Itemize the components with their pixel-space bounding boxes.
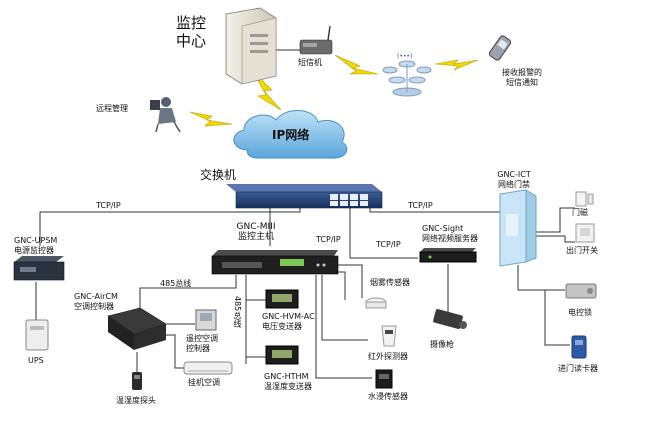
upsm-device-icon <box>13 256 65 281</box>
alert-receiver-label: 接收报警的 短信通知 <box>492 68 552 88</box>
line-switch-ict <box>369 207 505 213</box>
aircm-label: GNC-AirCM 空调控制器 <box>74 292 118 312</box>
ip-cloud <box>233 110 348 159</box>
monitor-center-line1: 监控 <box>176 14 207 32</box>
sight-desc: 网络视频服务器 <box>422 234 478 243</box>
ups-label: UPS <box>28 356 44 365</box>
line-485-horizontal <box>139 275 237 312</box>
switch-icon <box>226 184 383 209</box>
sms-modem-icon <box>299 25 333 55</box>
card-reader-icon <box>571 335 587 359</box>
exit-switch-icon <box>575 223 595 243</box>
upsm-desc: 电源监控器 <box>14 246 54 255</box>
line-ict-exit <box>530 235 575 243</box>
line-ict-bus <box>517 265 545 291</box>
gsm-tower-icon <box>382 60 432 97</box>
bolt-tower-phone <box>434 59 479 71</box>
host-model: GNC-MIII <box>236 222 276 232</box>
line-host-smoke <box>331 264 363 298</box>
bus485-vertical-label: 485总线 <box>233 296 242 328</box>
ir-detector-icon <box>381 325 397 347</box>
remote-ac-controller-icon <box>195 309 217 331</box>
sight-label: GNC-Sight 网络视频服务器 <box>422 224 478 244</box>
alert-receiver-line1: 接收报警的 <box>502 68 542 77</box>
ir-label: 红外探测器 <box>368 352 408 361</box>
host-desc: 监控主机 <box>237 232 274 242</box>
bus485-horizontal-label: 485总线 <box>160 279 192 288</box>
sight-device-icon <box>419 248 477 263</box>
line-ict-reader <box>544 290 570 346</box>
water-label: 水浸传感器 <box>368 392 408 401</box>
aircm-device-icon <box>107 307 167 350</box>
th-probe-label: 温湿度探头 <box>116 396 156 405</box>
host-device-icon <box>211 250 339 275</box>
smoke-sensor-icon <box>365 297 387 309</box>
monitor-center-line2: 中心 <box>176 32 207 50</box>
camera-label: 摄像枪 <box>430 340 454 349</box>
ict-desc: 网络门禁 <box>498 180 530 189</box>
electric-lock-icon <box>565 283 597 299</box>
wall-ac-label: 挂机空调 <box>188 378 220 387</box>
ups-icon <box>25 319 49 351</box>
upsm-label: GNC-UPSM 电源监控器 <box>14 236 57 256</box>
hthm-device-icon <box>265 345 299 365</box>
line-ict-door <box>525 207 575 233</box>
hvm-model: GNC-HVM-AC <box>262 312 315 321</box>
tcpip-right-label: TCP/IP <box>408 201 433 210</box>
upsm-model: GNC-UPSM <box>14 236 58 245</box>
hvm-desc: 电压变送器 <box>262 322 302 331</box>
smoke-label: 烟雾传感器 <box>370 278 410 287</box>
elock-label: 电控锁 <box>568 308 592 317</box>
hthm-label: GNC-HTHM 温湿度变送器 <box>264 372 312 392</box>
host-label: GNC-MIII 监控主机 <box>226 222 286 242</box>
line-switch-left <box>39 207 301 246</box>
camera-icon <box>433 309 467 329</box>
water-sensor-icon <box>375 369 393 389</box>
line-host-smoke2 <box>331 271 346 300</box>
remote-ac-line1: 遥控空调 <box>186 334 218 343</box>
switch-label: 交换机 <box>200 168 237 182</box>
line-host-ir <box>321 275 368 341</box>
sms-modem-label: 短信机 <box>298 58 322 67</box>
gsm-tower-label: (•••) <box>397 53 413 60</box>
line-aircm-wallac <box>160 334 185 369</box>
bolt-sms-tower <box>334 54 379 75</box>
ict-label: GNC-ICT 网络门禁 <box>492 170 536 190</box>
line-host-water <box>315 275 372 379</box>
monitor-center-label: 监控 中心 <box>176 14 206 50</box>
hvm-label: GNC-HVM-AC 电压变送器 <box>262 312 315 332</box>
aircm-desc: 空调控制器 <box>74 302 114 311</box>
phone-icon <box>488 35 512 61</box>
hthm-desc: 温湿度变送器 <box>264 382 312 391</box>
ict-model: GNC-ICT <box>497 170 531 179</box>
remote-ac-line2: 控制器 <box>186 344 210 353</box>
tcpip-sight-label: TCP/IP <box>376 240 401 249</box>
aircm-model: GNC-AirCM <box>74 292 118 301</box>
exit-switch-label: 出门开关 <box>566 246 598 255</box>
bolt-remote-ip <box>189 111 233 127</box>
tcpip-host-label: TCP/IP <box>316 235 341 244</box>
remote-ac-label: 遥控空调 控制器 <box>186 334 218 354</box>
connection-lines <box>35 49 575 379</box>
alert-receiver-line2: 短信通知 <box>506 78 538 87</box>
ict-device-icon <box>499 189 537 267</box>
remote-mgmt-label: 远程管理 <box>96 104 128 113</box>
ip-network-label: IP网络 <box>272 128 310 142</box>
line-switch-sight <box>349 207 418 259</box>
wall-ac-icon <box>183 361 233 375</box>
door-sensor-label: 门磁 <box>572 208 588 217</box>
card-reader-label: 进门读卡器 <box>558 364 598 373</box>
door-sensor-icon <box>575 191 594 207</box>
tcpip-left-label: TCP/IP <box>96 201 121 210</box>
hvm-device-icon <box>265 289 299 309</box>
th-probe-icon <box>132 372 142 390</box>
sight-model: GNC-Sight <box>422 224 464 233</box>
hthm-model: GNC-HTHM <box>264 372 309 381</box>
server-icon <box>225 7 277 85</box>
remote-admin-icon <box>150 97 181 133</box>
